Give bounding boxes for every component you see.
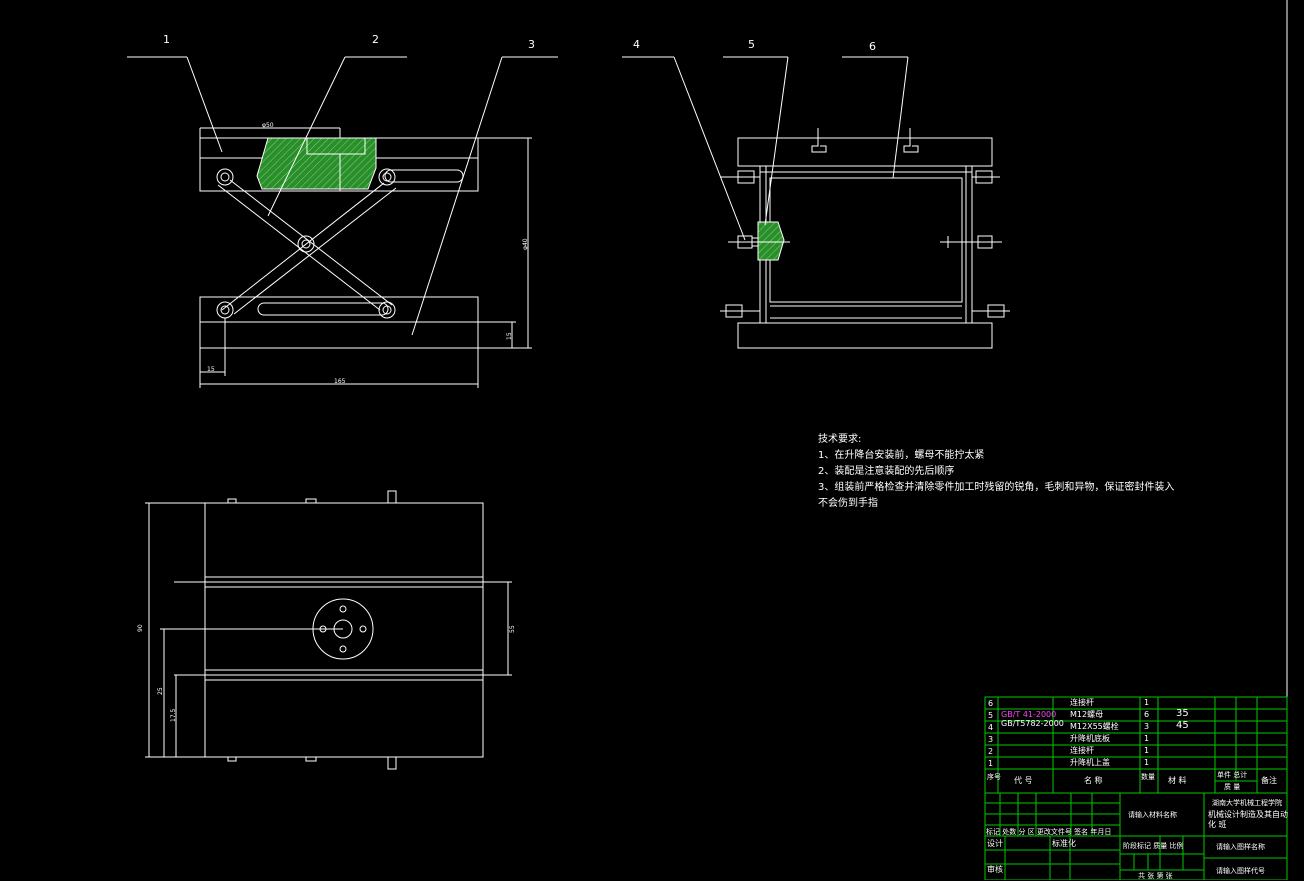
dim-height-total: φ40 [522, 238, 529, 250]
base-lower [199, 321, 479, 349]
bom-no: 3 [988, 735, 994, 744]
review-label: 审核 [987, 865, 1003, 874]
callout-1: 1 [163, 33, 170, 46]
dim-plan-mid: 55 [509, 625, 516, 633]
sheet-count: 共 张 第 张 [1138, 872, 1173, 880]
bom-grid [984, 696, 1288, 880]
plan-view: 90 55 25 17.5 [137, 490, 516, 770]
revision-labels: 标记 处数 分 区 更改文件号 签名 年月日 [986, 828, 1112, 836]
note-line: 不会伤到手指 [818, 498, 878, 509]
bom-header-weight-sub: 质 量 [1224, 783, 1241, 791]
bom-no: 1 [988, 759, 994, 768]
bom-material: 35 [1176, 708, 1189, 719]
dim-plan-lower: 25 [157, 687, 164, 695]
bom-qty: 3 [1144, 722, 1150, 731]
plan-outline [204, 502, 484, 758]
bom-no: 6 [988, 699, 994, 708]
bom-header-no: 序号 [987, 773, 1001, 781]
bom-no: 4 [988, 723, 994, 732]
material-placeholder: 请输入材料名称 [1128, 811, 1177, 819]
callout-2: 2 [372, 33, 379, 46]
bom-header-qty: 数量 [1141, 773, 1155, 781]
dim-plan-bottom: 17.5 [170, 708, 177, 722]
standardize-label: 标准化 [1052, 839, 1076, 848]
bom-qty: 6 [1144, 710, 1150, 719]
dim-top-width: φ50 [262, 122, 274, 129]
hatched-section [256, 137, 377, 190]
drawing-code: 请输入图样代号 [1216, 867, 1265, 875]
drawing-name: 请输入图样名称 [1216, 843, 1265, 851]
bom-no: 5 [988, 711, 994, 720]
dim-base-length: 165 [334, 378, 346, 385]
technical-requirements: 技术要求: 1、在升降台安装前，螺母不能拧太紧 2、装配是注意装配的先后顺序 3… [818, 432, 1174, 512]
base-upper [199, 296, 479, 323]
major-name: 机械设计制造及其自动化 班 [1208, 810, 1288, 829]
bom-code: GB/T 41-2000 [1001, 710, 1057, 719]
bom-qty: 1 [1144, 734, 1150, 743]
callout-5: 5 [748, 38, 755, 51]
side-view: 4 5 6 [622, 38, 1010, 349]
note-line: 2、装配是注意装配的先后顺序 [818, 466, 955, 477]
bom-qty: 1 [1144, 698, 1150, 707]
bom-material: 45 [1176, 720, 1189, 731]
note-line: 1、在升降台安装前，螺母不能拧太紧 [818, 450, 985, 461]
callout-4: 4 [633, 38, 640, 51]
notes-heading: 技术要求: [818, 434, 862, 445]
stage-labels: 阶段标记 质量 比例 [1123, 842, 1184, 850]
nut [216, 168, 234, 186]
bom-no: 2 [988, 747, 994, 756]
base-slot [257, 302, 389, 316]
top-slot [384, 169, 464, 183]
dim-plan-height: 90 [137, 624, 144, 632]
bom-name: 连接杆 [1070, 698, 1094, 707]
front-view: 1 2 3 φ50 φ40 15 15 165 [127, 33, 558, 388]
side-frame-outer [759, 165, 973, 324]
nut [378, 301, 396, 319]
bom-name: M12X55螺栓 [1070, 722, 1119, 731]
callout-6: 6 [869, 40, 876, 53]
note-line: 3、组装前严格检查并清除零件加工时残留的锐角，毛刺和异物，保证密封件装入 [818, 482, 1175, 493]
bom-header-name: 名 称 [1084, 776, 1103, 785]
slot-cut [306, 137, 366, 155]
bom-qty: 1 [1144, 758, 1150, 767]
dim-base-thick: 15 [506, 332, 513, 340]
school-name: 湖南大学机械工程学院 [1212, 799, 1282, 807]
nut [216, 301, 234, 319]
dim-left-offset: 15 [207, 366, 215, 373]
bom-name: M12螺母 [1070, 710, 1104, 719]
bom-qty: 1 [1144, 746, 1150, 755]
side-hatched-section [757, 221, 785, 261]
bom-header-code: 代 号 [1014, 776, 1033, 785]
side-frame-inner [769, 177, 963, 303]
bom-code: GB/T5782-2000 [1001, 719, 1064, 728]
bom-header-note: 备注 [1261, 776, 1277, 785]
bom-header-weight: 单件 总计 [1217, 771, 1248, 779]
bom-name: 升降机上盖 [1070, 758, 1110, 767]
bom-name: 升降机底板 [1070, 734, 1110, 743]
side-base-plate [737, 322, 993, 349]
callout-3: 3 [528, 38, 535, 51]
bom-name: 连接杆 [1070, 746, 1094, 755]
center-pivot [297, 235, 315, 253]
bom-header-material: 材 料 [1168, 776, 1187, 785]
design-label: 设计 [987, 839, 1003, 848]
nut [378, 168, 396, 186]
